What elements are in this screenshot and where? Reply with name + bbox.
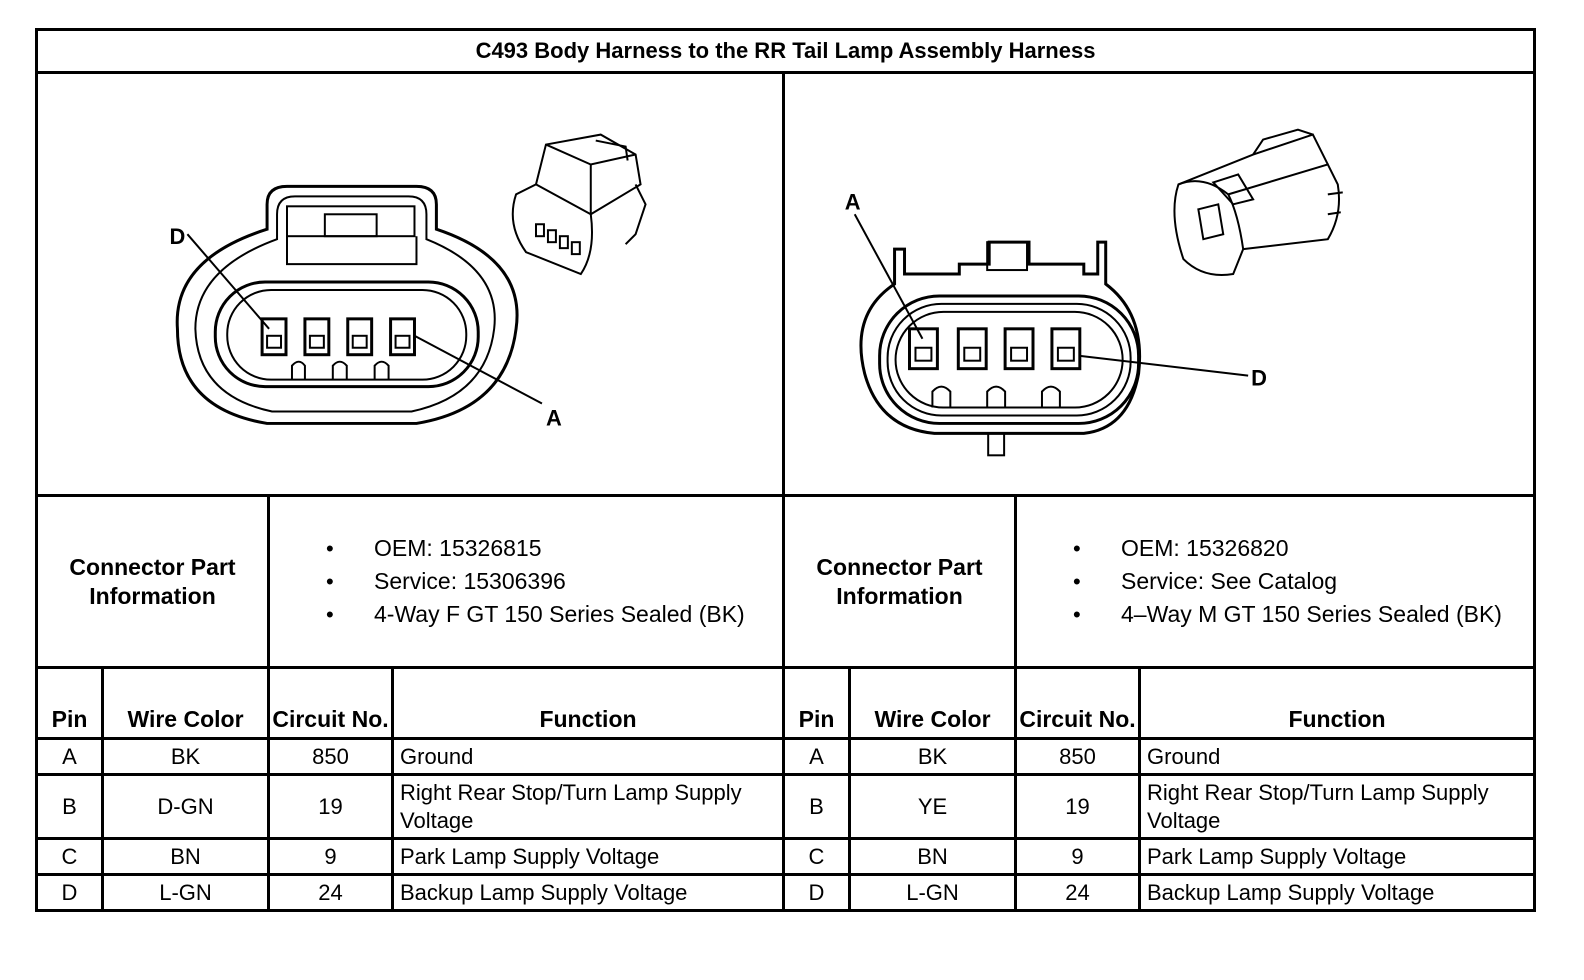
left-circuit: 24 (267, 873, 394, 912)
right-header-circuit: Circuit No. (1014, 666, 1141, 740)
right-info-label: Connector Part Information (782, 494, 1017, 669)
left-wire-color: BN (101, 837, 270, 876)
left-pin: B (35, 773, 104, 840)
right-header-function: Function (1138, 666, 1536, 740)
right-info-list: OEM: 15326820 Service: See Catalog 4–Way… (1014, 494, 1536, 669)
right-pin: D (782, 873, 851, 912)
left-pin-label-top: D (169, 224, 185, 249)
left-pin-label-bottom: A (546, 405, 562, 430)
left-function: Backup Lamp Supply Voltage (391, 873, 785, 912)
table-row: C BN 9 Park Lamp Supply Voltage C BN 9 P… (35, 837, 1536, 876)
left-circuit: 9 (267, 837, 394, 876)
table-row: B D-GN 19 Right Rear Stop/Turn Lamp Supp… (35, 773, 1536, 840)
connector-table: C493 Body Harness to the RR Tail Lamp As… (35, 28, 1536, 912)
diagram-title: C493 Body Harness to the RR Tail Lamp As… (35, 28, 1536, 74)
table-row: D L-GN 24 Backup Lamp Supply Voltage D L… (35, 873, 1536, 912)
right-header-wire-color: Wire Color (848, 666, 1017, 740)
right-info-oem: OEM: 15326820 (1027, 532, 1533, 565)
right-pin: B (782, 773, 851, 840)
left-header-circuit: Circuit No. (267, 666, 394, 740)
right-function: Ground (1138, 737, 1536, 776)
left-connector-figure: D A (35, 71, 785, 497)
left-info-label: Connector Part Information (35, 494, 270, 669)
pinout-header-row: Pin Wire Color Circuit No. Function Pin … (35, 666, 1536, 740)
male-connector-drawing: A D (845, 128, 1343, 457)
right-wire-color: BK (848, 737, 1017, 776)
right-circuit: 9 (1014, 837, 1141, 876)
left-info-oem: OEM: 15326815 (280, 532, 782, 565)
right-function: Park Lamp Supply Voltage (1138, 837, 1536, 876)
right-circuit: 24 (1014, 873, 1141, 912)
male-connector-iso-icon (1173, 128, 1343, 276)
right-pin: C (782, 837, 851, 876)
right-wire-color: BN (848, 837, 1017, 876)
right-wire-color: YE (848, 773, 1017, 840)
right-function: Right Rear Stop/Turn Lamp Supply Voltage (1138, 773, 1536, 840)
left-circuit: 850 (267, 737, 394, 776)
left-info-list: OEM: 15326815 Service: 15306396 4-Way F … (267, 494, 785, 669)
left-circuit: 19 (267, 773, 394, 840)
left-header-pin: Pin (35, 666, 104, 740)
left-wire-color: L-GN (101, 873, 270, 912)
left-header-function: Function (391, 666, 785, 740)
left-function: Ground (391, 737, 785, 776)
right-info-service: Service: See Catalog (1027, 565, 1533, 598)
right-circuit: 850 (1014, 737, 1141, 776)
right-pin-label-top: A (845, 189, 861, 214)
left-pin: A (35, 737, 104, 776)
right-header-pin: Pin (782, 666, 851, 740)
female-connector-drawing: D A (169, 133, 647, 430)
right-info-description: 4–Way M GT 150 Series Sealed (BK) (1027, 598, 1533, 631)
right-pin-label-bottom: D (1251, 366, 1267, 391)
right-function: Backup Lamp Supply Voltage (1138, 873, 1536, 912)
right-connector-figure: A D (782, 71, 1536, 497)
left-info-service: Service: 15306396 (280, 565, 782, 598)
right-pin: A (782, 737, 851, 776)
right-circuit: 19 (1014, 773, 1141, 840)
table-row: A BK 850 Ground A BK 850 Ground (35, 737, 1536, 776)
left-pin: D (35, 873, 104, 912)
left-pin: C (35, 837, 104, 876)
left-header-wire-color: Wire Color (101, 666, 270, 740)
left-info-description: 4-Way F GT 150 Series Sealed (BK) (280, 598, 782, 631)
female-connector-iso-icon (511, 133, 647, 276)
left-wire-color: BK (101, 737, 270, 776)
right-wire-color: L-GN (848, 873, 1017, 912)
left-function: Right Rear Stop/Turn Lamp Supply Voltage (391, 773, 785, 840)
connector-sheet: C493 Body Harness to the RR Tail Lamp As… (35, 28, 1536, 938)
left-function: Park Lamp Supply Voltage (391, 837, 785, 876)
left-wire-color: D-GN (101, 773, 270, 840)
